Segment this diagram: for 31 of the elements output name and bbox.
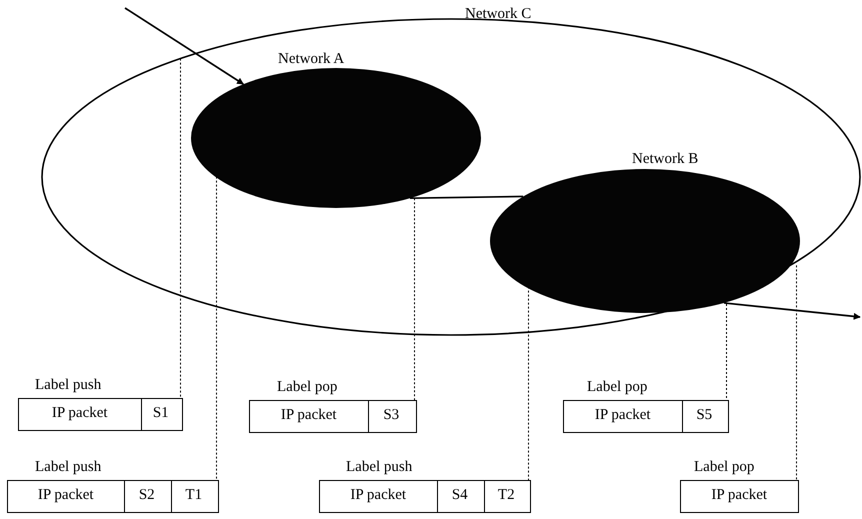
packet-field: IP packet xyxy=(249,400,368,433)
packet-field: IP packet xyxy=(680,480,798,513)
packet-field: T1 xyxy=(170,480,218,513)
operation-label: Label pop xyxy=(587,378,648,396)
arrow xyxy=(124,7,244,85)
operation-label: Label pop xyxy=(277,378,338,396)
operation-label: Label push xyxy=(346,458,412,476)
network-label: Network B xyxy=(632,150,698,168)
packet-field: S5 xyxy=(681,400,728,433)
network-label: Network A xyxy=(278,50,344,68)
dotted-drop-line xyxy=(726,304,727,400)
packet-field: IP packet xyxy=(563,400,682,433)
packet-field: S1 xyxy=(140,398,182,431)
operation-label: Label pop xyxy=(694,458,754,476)
packet-field: T2 xyxy=(483,480,530,513)
dotted-drop-line xyxy=(414,198,415,400)
dotted-drop-line xyxy=(796,264,797,480)
operation-label: Label push xyxy=(35,376,102,394)
packet-field: S3 xyxy=(367,400,416,433)
packet-field: S2 xyxy=(123,480,172,513)
dotted-drop-line xyxy=(180,58,181,398)
packet-field: IP packet xyxy=(7,480,124,513)
link-line xyxy=(410,196,524,200)
operation-label: Label push xyxy=(35,458,102,476)
packet-field: IP packet xyxy=(18,398,142,431)
packet-field: S4 xyxy=(436,480,484,513)
arrow xyxy=(724,302,861,320)
dotted-drop-line xyxy=(216,176,217,480)
network-label: Network C xyxy=(465,5,532,23)
dotted-drop-line xyxy=(528,286,529,480)
packet-field: IP packet xyxy=(319,480,438,513)
